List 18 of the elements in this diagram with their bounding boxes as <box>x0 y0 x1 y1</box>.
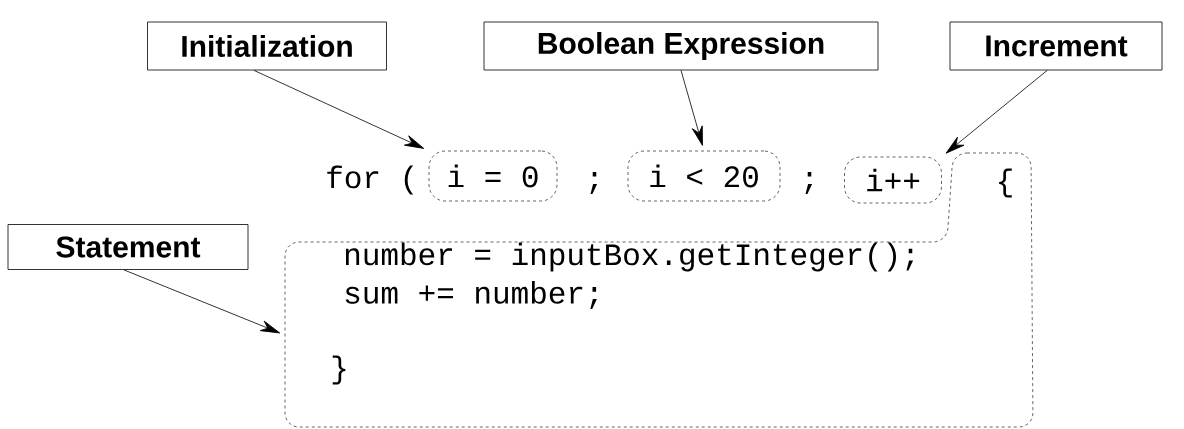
code-line: sum += number; <box>345 281 597 309</box>
dashed-outline: i++ <box>844 156 942 204</box>
label-box: Initialization <box>147 21 387 71</box>
dashed-outline: i < 20 <box>627 150 781 202</box>
label-box: Statement <box>7 224 249 270</box>
arrow <box>680 70 703 146</box>
code-line: } <box>332 355 346 385</box>
code-text: for ( <box>327 165 414 195</box>
code-text: ; <box>805 172 813 194</box>
arrow <box>945 70 1048 154</box>
label-box: Increment <box>949 21 1163 71</box>
label-box: Boolean Expression <box>483 21 879 71</box>
code-line: { <box>999 168 1012 198</box>
arrow <box>123 269 281 334</box>
arrow <box>253 70 425 149</box>
dashed-outline: i = 0 <box>428 150 558 202</box>
code-text: ; <box>590 172 598 194</box>
code-line: number = inputBox.getInteger(); <box>345 242 914 272</box>
